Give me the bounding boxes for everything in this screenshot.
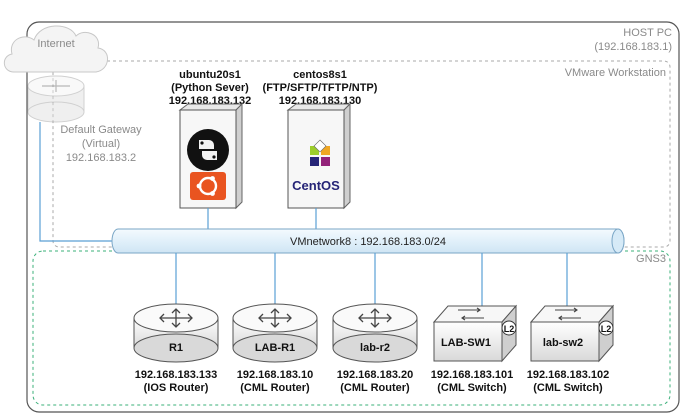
device-ip: 192.168.183.133 [135,369,218,381]
internet-label: Internet [37,38,74,50]
device-ip: 192.168.183.10 [237,369,313,381]
server-role: (Python Sever) [171,82,249,94]
switch-icon [529,304,615,363]
server-name: centos8s1 [293,69,347,81]
centos-logo-text: CentOS [292,178,340,193]
device-ip: 192.168.183.101 [431,369,514,381]
gateway-link [39,122,118,242]
device-ip: 192.168.183.102 [527,369,610,381]
gns3-label: GNS3 [636,253,666,265]
device-role: (IOS Router) [144,382,209,394]
centos-logo-icon [310,139,330,166]
vmware-label: VMware Workstation [565,67,666,79]
device-role: (CML Switch) [533,382,603,394]
network-pipe [111,228,625,254]
ubuntu-logo-icon [190,172,226,200]
l2-badge-label: L2 [601,324,612,334]
gateway-sublabel: (Virtual) [82,138,120,150]
host-pc-label: HOST PC [623,27,672,39]
python-logo-icon [187,129,229,171]
device-role: (CML Router) [340,382,410,394]
host-pc-boundary [26,21,680,413]
gateway-label: Default Gateway [60,124,142,136]
gateway-ip: 192.168.183.2 [66,152,136,164]
l2-badge-label: L2 [504,324,515,334]
device-label: LAB-R1 [255,342,295,354]
router-icon [232,303,318,363]
cloud-icon [3,25,108,73]
device-role: (CML Switch) [437,382,507,394]
host-pc-ip: (192.168.183.1) [594,41,672,53]
router-icon [133,303,219,363]
server-name: ubuntu20s1 [179,69,241,81]
server-role: (FTP/SFTP/TFTP/NTP) [263,82,378,94]
router-icon [332,303,418,363]
l2-badge [501,320,517,336]
switch-icon [432,304,518,363]
device-label: lab-r2 [360,342,390,354]
l2-badge [598,320,614,336]
device-label: R1 [169,342,183,354]
network-label: VMnetwork8 : 192.168.183.0/24 [290,236,446,248]
device-ip: 192.168.183.20 [337,369,413,381]
device-role: (CML Router) [240,382,310,394]
gateway-router-icon [27,75,85,123]
device-label: lab-sw2 [543,337,583,349]
device-label: LAB-SW1 [441,337,491,349]
